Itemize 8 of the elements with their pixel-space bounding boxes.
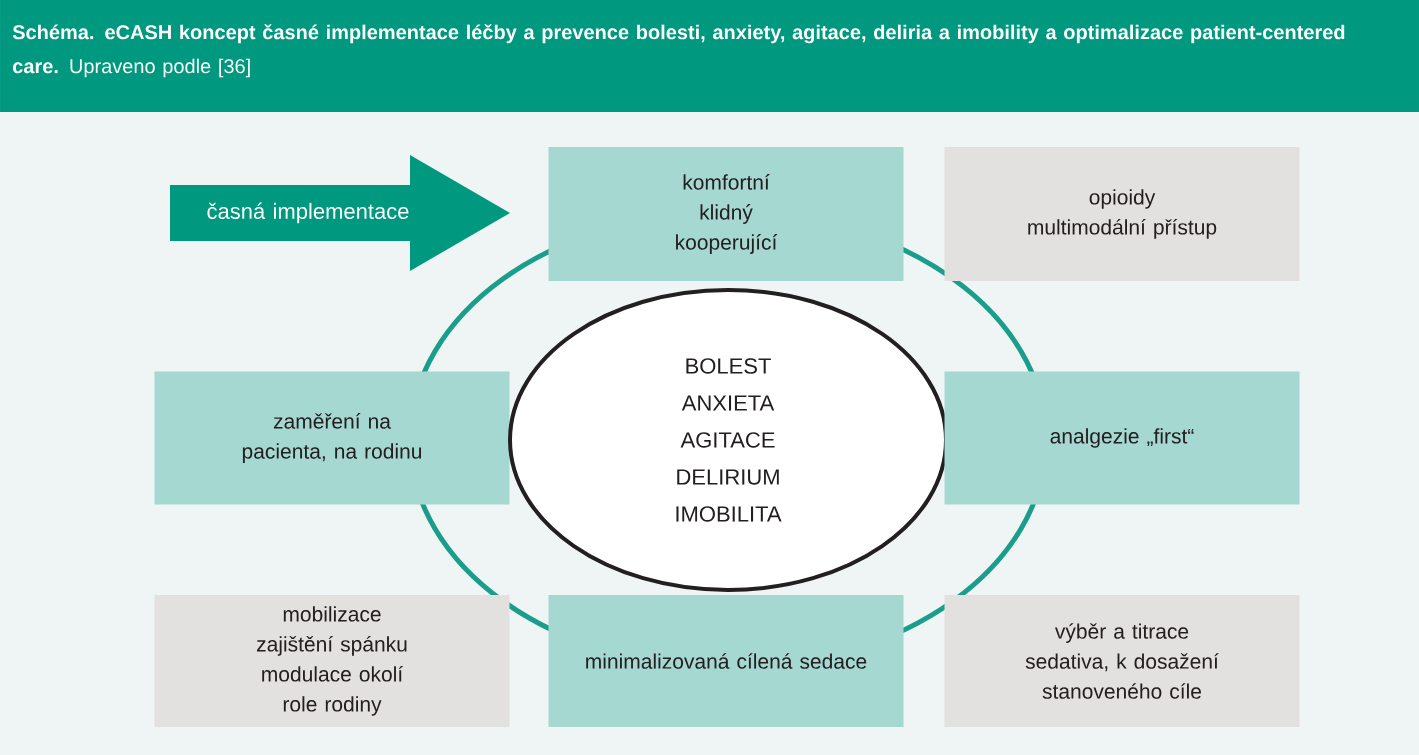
text-box: analgezie „first“ bbox=[944, 371, 1300, 505]
note-box: výběr a titrace sedativa, k dosažení stanoveného cíle bbox=[944, 595, 1300, 727]
note-box: opioidy multimodální přístup bbox=[944, 147, 1300, 281]
note-box: mobilizace zajištění spánku modulace okolí role rodiny bbox=[154, 595, 510, 727]
text-box: komfortní klidný kooperující bbox=[548, 147, 904, 281]
text-box: minimalizovaná cílená sedace bbox=[548, 595, 904, 727]
title-banner: Schéma. eCASH koncept časné implementace léčby a prevence bolesti, anxiety, agitace, deliria a imobility a optimalizace patient-centered care. Upraveno podle [36] bbox=[0, 0, 1419, 112]
text-box: zaměření na pacienta, na rodinu bbox=[154, 371, 510, 505]
